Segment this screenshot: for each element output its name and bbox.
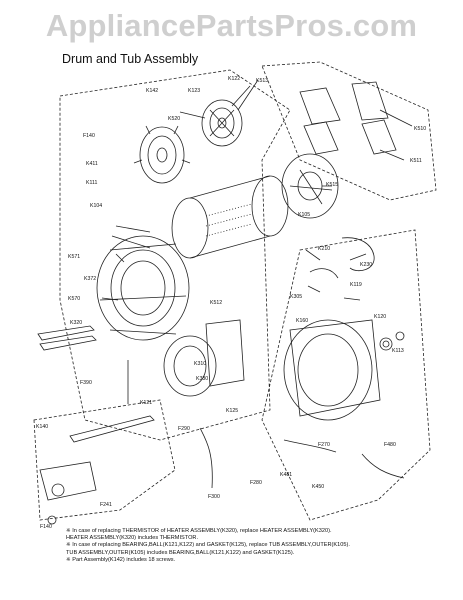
label-F290: F290 [178, 426, 190, 432]
label-K119: K119 [350, 282, 362, 288]
hoses [283, 237, 405, 479]
drain-pump [39, 415, 155, 525]
label-K230: K230 [360, 262, 372, 268]
label-K310: K310 [194, 361, 206, 367]
boundary-right [261, 229, 431, 521]
label-F280: F280 [250, 480, 262, 486]
boundary-front [59, 69, 291, 441]
label-K111: K111 [86, 180, 97, 186]
label-K305: K305 [290, 294, 302, 300]
label-K481: K481 [280, 472, 292, 478]
label-K122: K122 [228, 76, 240, 82]
label-K160: K160 [296, 318, 308, 324]
label-F300: F300 [208, 494, 220, 500]
rotor-hub [201, 99, 243, 147]
label-K450: K450 [312, 484, 324, 490]
heater-element [37, 325, 97, 351]
label-K512: K512 [210, 300, 222, 306]
footnote-line: ※ Part Assembly(K142) includes 18 screws… [66, 556, 176, 563]
label-F270: F270 [318, 442, 330, 448]
boundary-heater [33, 399, 176, 521]
label-K411: K411 [86, 161, 98, 167]
label-F480: F480 [384, 442, 396, 448]
label-K571: K571 [68, 254, 80, 260]
footnote-line: HEATER ASSEMBLY(K320) includes THERMISTO… [66, 535, 199, 542]
label-K105: K105 [298, 212, 310, 218]
label-K120: K120 [374, 314, 386, 320]
leader-lines [101, 79, 413, 301]
label-K510: K510 [414, 126, 426, 132]
diagram-title: Drum and Tub Assembly [62, 52, 199, 66]
label-K210: K210 [318, 246, 330, 252]
label-K123: K123 [188, 88, 200, 94]
label-K140: K140 [36, 424, 48, 430]
label-K372: K372 [84, 276, 96, 282]
label-K520: K520 [168, 116, 180, 122]
label-K320: K320 [70, 320, 82, 326]
front-tub [96, 235, 190, 341]
footnotes: ※ In case of replacing THERMISTOR of HEA… [66, 528, 456, 564]
label-K125: K125 [226, 408, 238, 414]
front-cover [163, 319, 245, 397]
label-K570: K570 [68, 296, 80, 302]
footnote-line: TUB ASSEMBLY,OUTER(K105) includes BEARIN… [66, 549, 295, 556]
rear-brackets [299, 81, 397, 155]
label-K121: K121 [140, 400, 152, 406]
footnote-line: ※ In case of replacing BEARING,BALL(K121… [66, 542, 350, 549]
label-K104: K104 [90, 203, 102, 209]
boundary-top-right [261, 61, 437, 201]
inner-drum [171, 175, 289, 259]
outer-tub [283, 319, 381, 421]
watermark-text: AppliancePartsPros.com [45, 8, 418, 43]
label-F140: F140 [83, 133, 95, 139]
label-K511: K511 [410, 158, 422, 164]
wire-harness [199, 427, 213, 489]
label-K113: K113 [392, 348, 404, 354]
rear-tub-cover [281, 153, 339, 219]
label-F140c: F140 [40, 524, 52, 530]
label-F390: F390 [80, 380, 92, 386]
footnote-line: ※ In case of replacing THERMISTOR of HEA… [66, 528, 332, 534]
spider-assembly [133, 125, 191, 184]
label-K330: K330 [196, 376, 208, 382]
bearings [379, 331, 405, 351]
label-F241: F241 [100, 502, 112, 508]
label-K515: K515 [326, 182, 338, 188]
label-K142: K142 [146, 88, 158, 94]
label-K513: K513 [256, 78, 268, 84]
